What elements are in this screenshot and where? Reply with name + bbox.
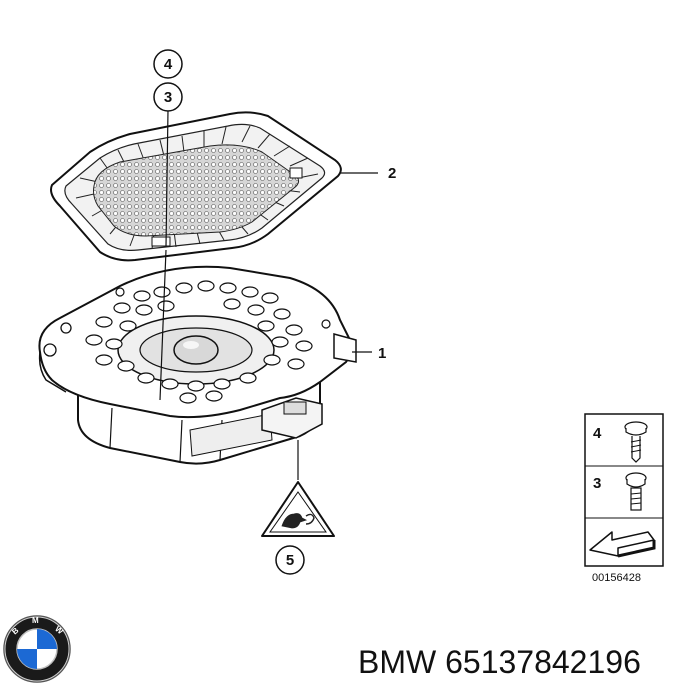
part-title: BMW 65137842196 bbox=[358, 640, 694, 684]
machine-screw-icon bbox=[625, 472, 647, 511]
svg-text:2: 2 bbox=[388, 165, 396, 182]
svg-text:W: W bbox=[53, 624, 65, 636]
leader-lines bbox=[159, 109, 378, 480]
warning-label-triangle bbox=[261, 481, 335, 537]
brand-name: BMW bbox=[358, 644, 437, 680]
bmw-roundel-icon: B M W bbox=[3, 615, 71, 683]
svg-text:5: 5 bbox=[286, 552, 294, 569]
svg-text:3: 3 bbox=[164, 89, 172, 106]
callout-4-top: 4 bbox=[153, 49, 183, 79]
callout-2: 2 bbox=[388, 165, 396, 182]
svg-text:3: 3 bbox=[593, 475, 601, 492]
arrow-icon bbox=[589, 531, 656, 558]
callout-1: 1 bbox=[378, 345, 386, 362]
callout-5: 5 bbox=[275, 545, 305, 575]
svg-text:B: B bbox=[10, 626, 20, 637]
speaker-housing bbox=[38, 265, 357, 465]
svg-text:4: 4 bbox=[164, 56, 173, 73]
screw-inset-panel: 4 3 bbox=[584, 413, 664, 567]
reference-number: 00156428 bbox=[592, 572, 641, 584]
animal-warning-icon bbox=[281, 513, 315, 529]
self-tapping-screw-icon bbox=[624, 421, 648, 463]
svg-text:M: M bbox=[32, 616, 39, 625]
callout-3-top: 3 bbox=[153, 82, 183, 112]
svg-text:1: 1 bbox=[378, 345, 386, 362]
speaker-grille-cover bbox=[50, 111, 342, 262]
part-number: 65137842196 bbox=[445, 644, 641, 680]
svg-text:4: 4 bbox=[593, 425, 602, 442]
